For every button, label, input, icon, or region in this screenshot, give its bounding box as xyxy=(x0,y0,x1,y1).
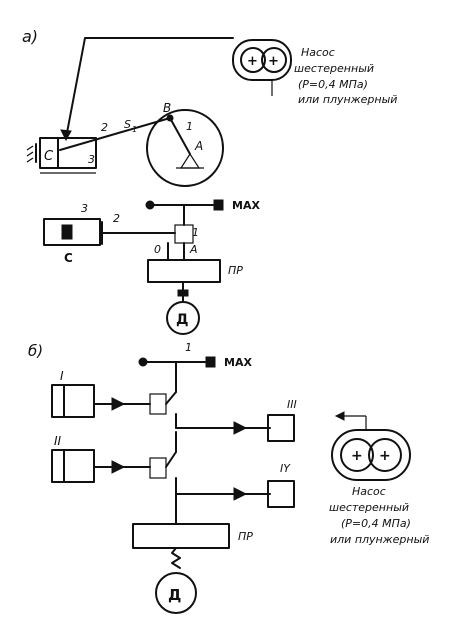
cylinder-4 xyxy=(267,480,295,508)
motor-label-b: Д xyxy=(168,586,181,604)
cylinder-c2 xyxy=(43,218,101,246)
motor-a xyxy=(166,301,200,335)
cyl-2-label: II xyxy=(54,434,62,448)
pump-b-gear-right-symbol: + xyxy=(379,448,391,464)
cylinder-c-mechanism xyxy=(26,137,97,174)
pump-b-gear-left-symbol: + xyxy=(351,448,363,464)
pump-b-note-line2: шестеренный xyxy=(329,501,409,514)
pump-b-housing xyxy=(331,429,411,481)
pump-b-note-line1: Насос xyxy=(352,485,386,498)
circuit-a xyxy=(43,199,224,335)
cylinder-2 xyxy=(51,449,95,483)
pr-block-a xyxy=(147,259,221,283)
point-b-label: B xyxy=(163,101,171,115)
pump-b-note-line4: или плунжерный xyxy=(330,533,429,546)
pr-label-b: ПР xyxy=(238,530,253,543)
pos-0-label: 0 xyxy=(154,243,161,256)
pump-b-gear-left xyxy=(340,438,374,472)
cylinder-3 xyxy=(267,414,295,442)
link-2-rod xyxy=(59,117,171,151)
cyl-3-label: III xyxy=(287,398,297,411)
valve-b2 xyxy=(149,457,167,479)
pump-b-note-line3: (P=0,4 МПа) xyxy=(341,517,411,530)
num-1-b-label: 1 xyxy=(185,341,192,354)
pr-block-b xyxy=(132,523,230,549)
section-a-label: a) xyxy=(22,27,38,46)
link-2-label: 2 xyxy=(101,121,108,134)
motor-label-a: Д xyxy=(176,312,188,328)
num-2-label: 2 xyxy=(113,212,120,225)
cylinder-1 xyxy=(51,384,95,418)
pump-a-note-line1: Насос xyxy=(301,46,335,59)
pump-a-supply-line xyxy=(65,37,234,139)
pos-a-label: A xyxy=(189,243,198,256)
motor-b xyxy=(155,572,197,614)
valve-1 xyxy=(174,224,194,244)
stroke-sub: 1 xyxy=(132,125,137,134)
pump-a-gear-left-symbol: + xyxy=(247,54,258,69)
section-b-label: б) xyxy=(28,342,43,360)
num-1-label: 1 xyxy=(192,226,199,239)
pump-b-gear-right xyxy=(368,438,402,472)
supply-arrow-head xyxy=(60,129,72,142)
pump-a-gear-right xyxy=(261,47,287,73)
valve-b1 xyxy=(149,393,167,415)
num-3-label: 3 xyxy=(81,202,88,215)
circuit-b xyxy=(51,356,295,614)
pivot-a-support xyxy=(179,152,201,169)
pump-a-gear-right-symbol: + xyxy=(268,54,279,69)
pump-a-note-line4: или плунжерный xyxy=(298,93,397,106)
cyl-4-label: IY xyxy=(280,462,291,475)
pump-a-housing xyxy=(232,39,292,81)
cyl-1-label: I xyxy=(60,369,64,383)
point-a-label: A xyxy=(194,139,203,153)
cylinder-c-label: C xyxy=(64,251,73,265)
cylinder-c-body xyxy=(39,137,97,169)
max-label-b: MAX xyxy=(224,356,252,369)
crank-circle xyxy=(146,109,224,187)
pump-a: + + xyxy=(232,39,292,96)
pump-a-gear-left xyxy=(240,47,266,73)
link-1-label: 1 xyxy=(186,120,193,133)
link-1-crank xyxy=(169,117,191,155)
max-label-a: MAX xyxy=(232,199,260,212)
stroke-label: S xyxy=(124,118,131,131)
pr-label-a: ПР xyxy=(228,264,243,277)
pump-a-note-line2: шестеренный xyxy=(294,62,374,75)
joint-b xyxy=(166,114,174,122)
link-3-label: 3 xyxy=(88,153,95,166)
point-c-label: C xyxy=(44,149,54,164)
pump-a-note-line3: (P=0,4 МПа) xyxy=(298,78,368,91)
pump-b: + + xyxy=(331,411,411,481)
